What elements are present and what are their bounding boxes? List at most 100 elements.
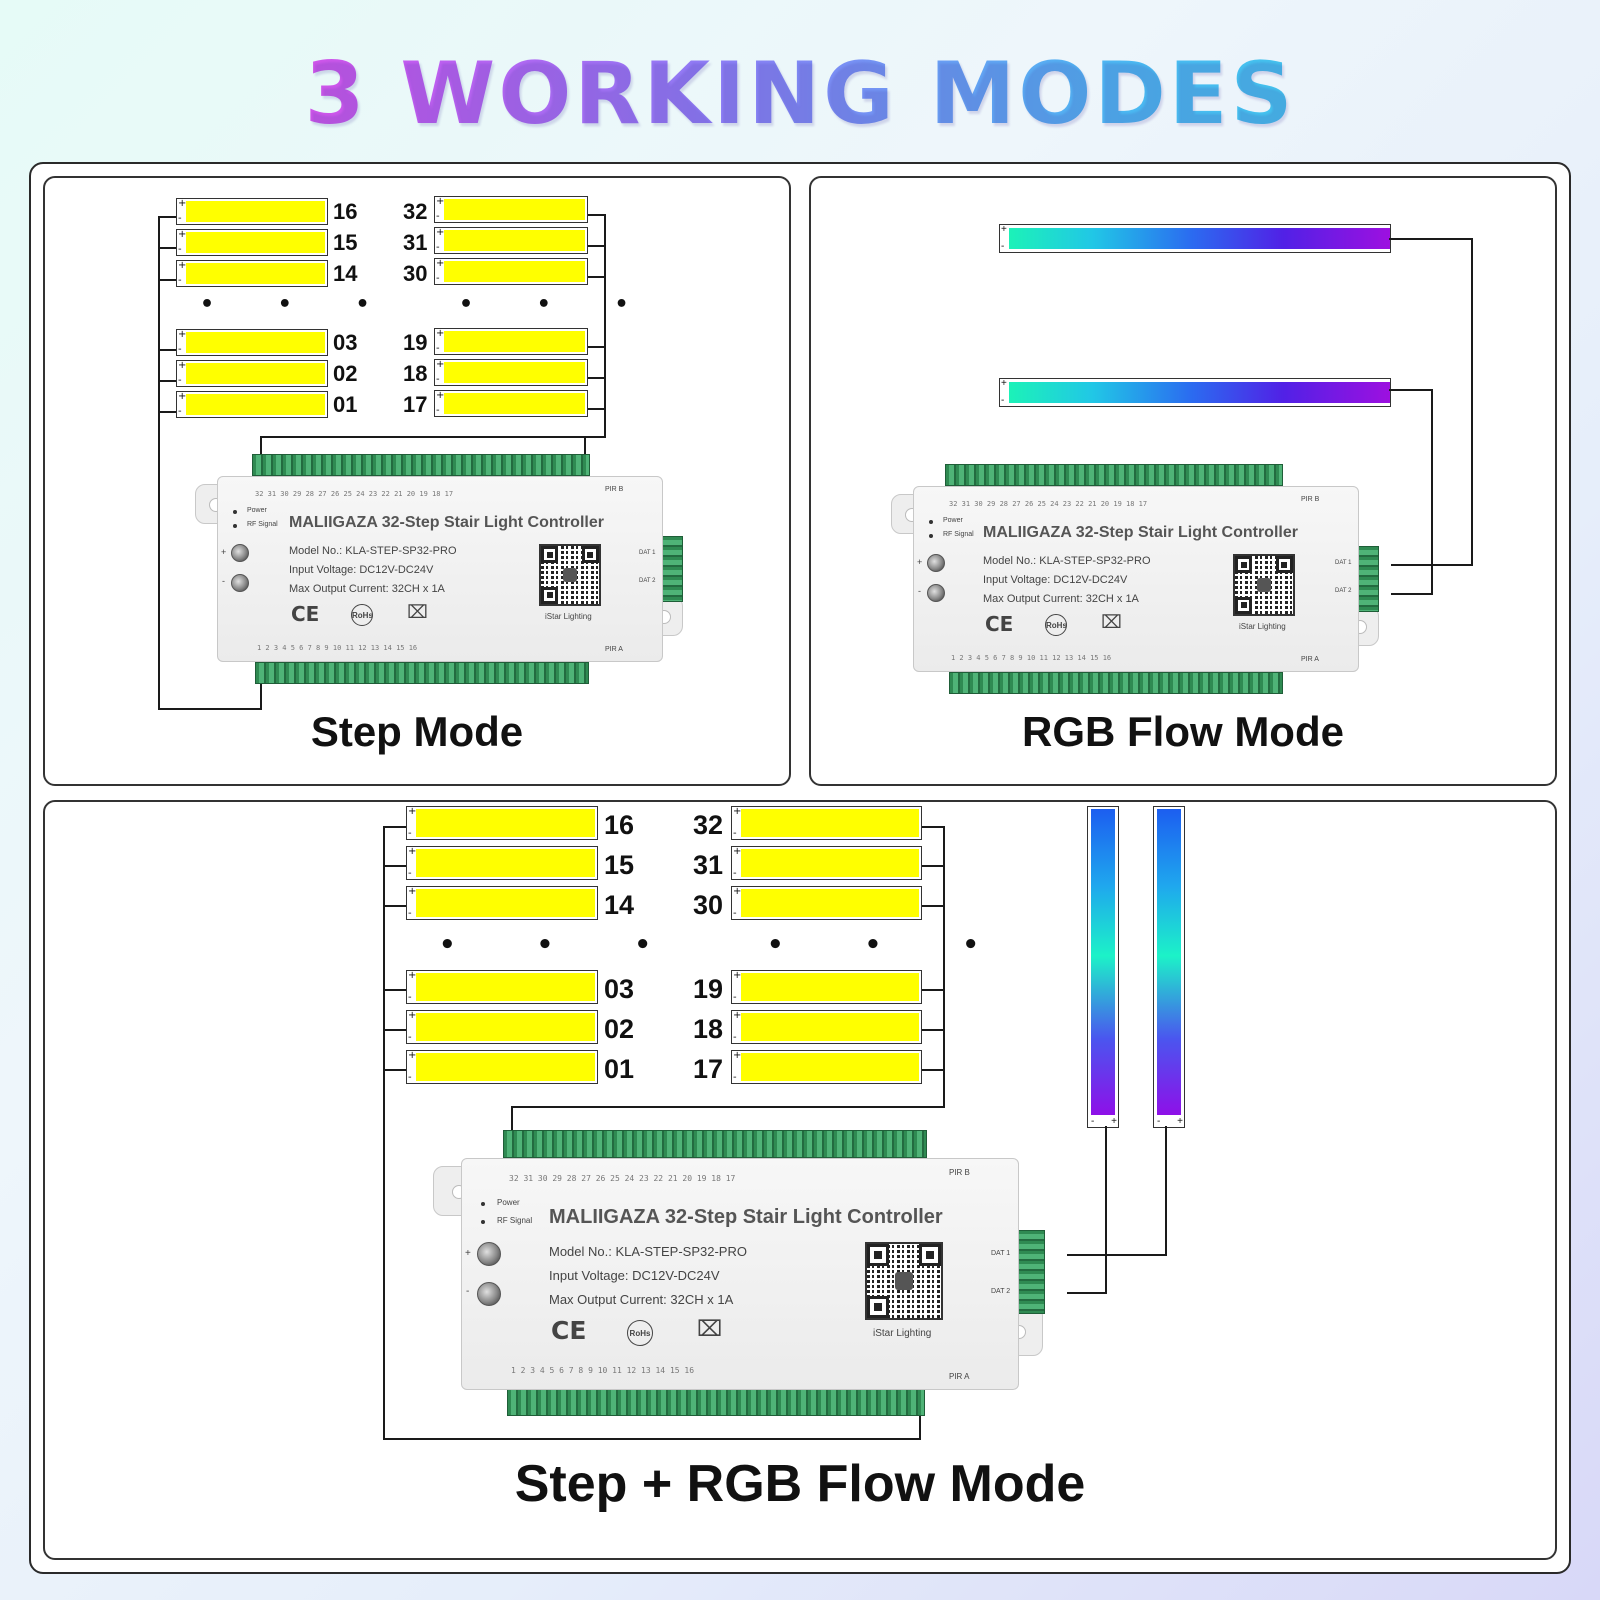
panel-step-mode: +- +- +- +- +- +- 16 15 14 03 02 01 • • … [43, 176, 791, 786]
weee-icon: ⌧ [1101, 612, 1122, 632]
weee-icon: ⌧ [407, 602, 428, 622]
terminal-block-top [503, 1130, 927, 1158]
led-strip-step-03: +- [406, 970, 598, 1004]
controller-device: 32 31 30 29 28 27 26 25 24 23 22 21 20 1… [195, 454, 695, 686]
led-strip-step-14: +- [406, 886, 598, 920]
knob-plus-sign: + [465, 1248, 471, 1259]
step-number: 30 [693, 890, 724, 920]
knob-minus-sign: - [466, 1286, 470, 1297]
wire [158, 349, 178, 351]
rohs-icon: RoHs [351, 604, 373, 626]
led-strip-step-32: +- [731, 806, 922, 840]
maker-label: iStar Lighting [545, 612, 592, 621]
led-strip-step-15: +- [406, 846, 598, 880]
wire [1389, 389, 1433, 391]
wire [604, 214, 606, 438]
wire [511, 1106, 945, 1108]
step-number: 19 [693, 974, 724, 1004]
terminal-block-top [252, 454, 590, 476]
led-strip-step-18: +- [731, 1010, 922, 1044]
step-number: 31 [693, 850, 724, 880]
adjust-knob [477, 1242, 501, 1266]
wire [158, 279, 178, 281]
controller-current: Max Output Current: 32CH x 1A [549, 1292, 734, 1307]
step-number: 32 [403, 199, 428, 224]
panel-caption: Step + RGB Flow Mode [514, 1455, 1086, 1513]
wire [586, 276, 606, 278]
step-number: 32 [693, 810, 724, 840]
wire [1067, 1292, 1107, 1294]
rf-signal-led [481, 1220, 485, 1224]
wire [260, 436, 606, 438]
panel-caption: Step Mode [310, 708, 524, 755]
step-number: 16 [604, 810, 635, 840]
step-rgb-flow-diagram: +- +- +- +- +- +- 16 15 14 03 02 01 • • … [45, 802, 1555, 1558]
wire [586, 214, 606, 216]
rf-signal-label: RF Signal [497, 1216, 533, 1225]
power-label: Power [497, 1198, 520, 1207]
rgb-strip-vertical-1: -+ [1087, 806, 1119, 1128]
wire [158, 247, 178, 249]
wire [383, 1029, 408, 1031]
panel-rgb-flow-mode: +- +- 32 31 30 29 28 27 26 25 24 23 22 2… [809, 176, 1557, 786]
dat1-label: DAT 1 [1335, 560, 1352, 566]
step-mode-diagram: +- +- +- +- +- +- 16 15 14 03 02 01 • • … [45, 178, 789, 784]
qr-code-icon [539, 544, 601, 606]
channel-ticks-bottom: 1 2 3 4 5 6 7 8 9 10 11 12 13 14 15 16 [511, 1366, 695, 1375]
maker-label: iStar Lighting [873, 1328, 932, 1339]
ce-mark-icon: CE [985, 612, 1014, 636]
led-strip-step-16: +- [176, 198, 328, 225]
step-number: 03 [333, 330, 358, 355]
wire [383, 1069, 408, 1071]
controller-model: Model No.: KLA-STEP-SP32-PRO [983, 555, 1151, 567]
wire [919, 1412, 921, 1440]
ce-mark-icon: CE [291, 602, 320, 626]
led-strip-step-17: +- [731, 1050, 922, 1084]
wire [586, 245, 606, 247]
rgb-strip-1: +- [999, 224, 1391, 253]
step-number: 18 [403, 361, 428, 386]
power-label: Power [943, 517, 963, 524]
wire [920, 826, 945, 828]
led-strip-step-16: +- [406, 806, 598, 840]
wire [920, 1029, 945, 1031]
maker-label: iStar Lighting [1239, 622, 1286, 631]
wire [383, 989, 408, 991]
pir-a-label: PIR A [605, 646, 623, 653]
wire [511, 1106, 513, 1134]
controller-brand: MALIIGAZA 32-Step Stair Light Controller [289, 514, 604, 531]
wire [1389, 238, 1473, 240]
wire [586, 377, 606, 379]
step-number: 14 [333, 261, 358, 286]
panel-step-rgb-flow-mode: +- +- +- +- +- +- 16 15 14 03 02 01 • • … [43, 800, 1557, 1560]
led-strip-step-30: +- [731, 886, 922, 920]
led-strip-step-19: +- [731, 970, 922, 1004]
controller-voltage: Input Voltage: DC12V-DC24V [549, 1268, 720, 1283]
wire [158, 411, 178, 413]
adjust-knob [231, 574, 249, 592]
step-number: 17 [693, 1054, 724, 1084]
wire [158, 380, 178, 382]
led-strip-step-01: +- [176, 391, 328, 418]
led-strip-step-03: +- [176, 329, 328, 356]
led-strip-step-17: +- [434, 390, 588, 417]
terminal-block-bottom [507, 1388, 925, 1416]
dat1-label: DAT 1 [991, 1250, 1011, 1257]
led-strip-step-18: +- [434, 359, 588, 386]
wire [383, 865, 408, 867]
rgb-strip-vertical-2: -+ [1153, 806, 1185, 1128]
step-number: 19 [403, 330, 428, 355]
wire [383, 1438, 921, 1440]
qr-code-icon [1233, 554, 1295, 616]
wire [383, 905, 408, 907]
controller-current: Max Output Current: 32CH x 1A [983, 593, 1139, 605]
channel-ticks-top: 32 31 30 29 28 27 26 25 24 23 22 21 20 1… [949, 500, 1148, 508]
terminal-block-side [1357, 546, 1379, 612]
step-number: 01 [604, 1054, 635, 1084]
pir-b-label: PIR B [1301, 496, 1320, 503]
terminal-block-top [945, 464, 1283, 486]
controller-voltage: Input Voltage: DC12V-DC24V [983, 574, 1128, 586]
rf-signal-led [929, 534, 933, 538]
step-number: 15 [604, 850, 635, 880]
dat2-label: DAT 2 [1335, 588, 1352, 594]
